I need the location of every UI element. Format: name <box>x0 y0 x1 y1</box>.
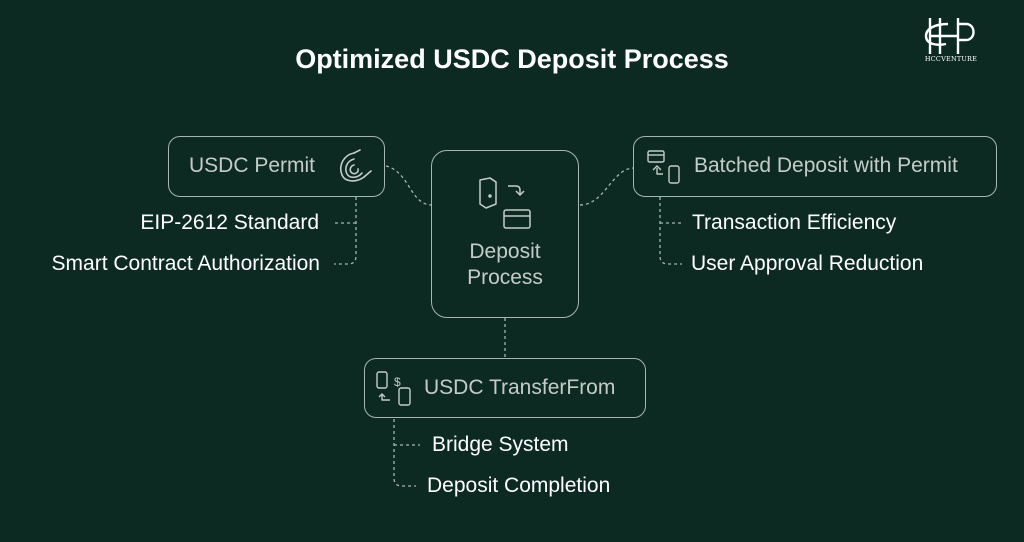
usdc-transferfrom-node <box>364 358 646 418</box>
svg-text:$: $ <box>394 375 401 389</box>
transfer-child-1: Bridge System <box>432 433 569 456</box>
batched-child-2: User Approval Reduction <box>691 252 924 275</box>
logo-text: HCCVENTURE <box>924 55 978 63</box>
connector-transfer-children <box>393 419 420 487</box>
page-title: Optimized USDC Deposit Process <box>295 44 729 74</box>
transfer-child-2: Deposit Completion <box>427 474 611 497</box>
wallet-card-transfer-icon <box>479 177 531 229</box>
phone-dollar-transfer-icon: $ <box>376 371 411 406</box>
connector-batched-children <box>659 197 683 265</box>
usdc-transferfrom-label: USDC TransferFrom <box>424 376 616 399</box>
permit-child-1: EIP-2612 Standard <box>140 211 319 234</box>
permit-child-2: Smart Contract Authorization <box>51 252 320 275</box>
deposit-process-node <box>431 150 579 318</box>
hccventure-logo-icon <box>924 18 975 54</box>
deposit-process-line2: Process <box>467 266 543 289</box>
connector-center-batched <box>579 167 635 206</box>
card-to-phone-icon <box>647 150 680 184</box>
batched-deposit-label: Batched Deposit with Permit <box>694 154 958 177</box>
connector-permit-center <box>385 165 433 206</box>
usdc-permit-node <box>168 136 385 197</box>
permit-swirl-icon <box>339 149 372 182</box>
usdc-permit-label: USDC Permit <box>189 154 316 177</box>
deposit-process-line1: Deposit <box>469 240 541 263</box>
connector-permit-children <box>333 197 357 265</box>
batched-child-1: Transaction Efficiency <box>692 211 897 234</box>
batched-deposit-node <box>633 136 997 197</box>
